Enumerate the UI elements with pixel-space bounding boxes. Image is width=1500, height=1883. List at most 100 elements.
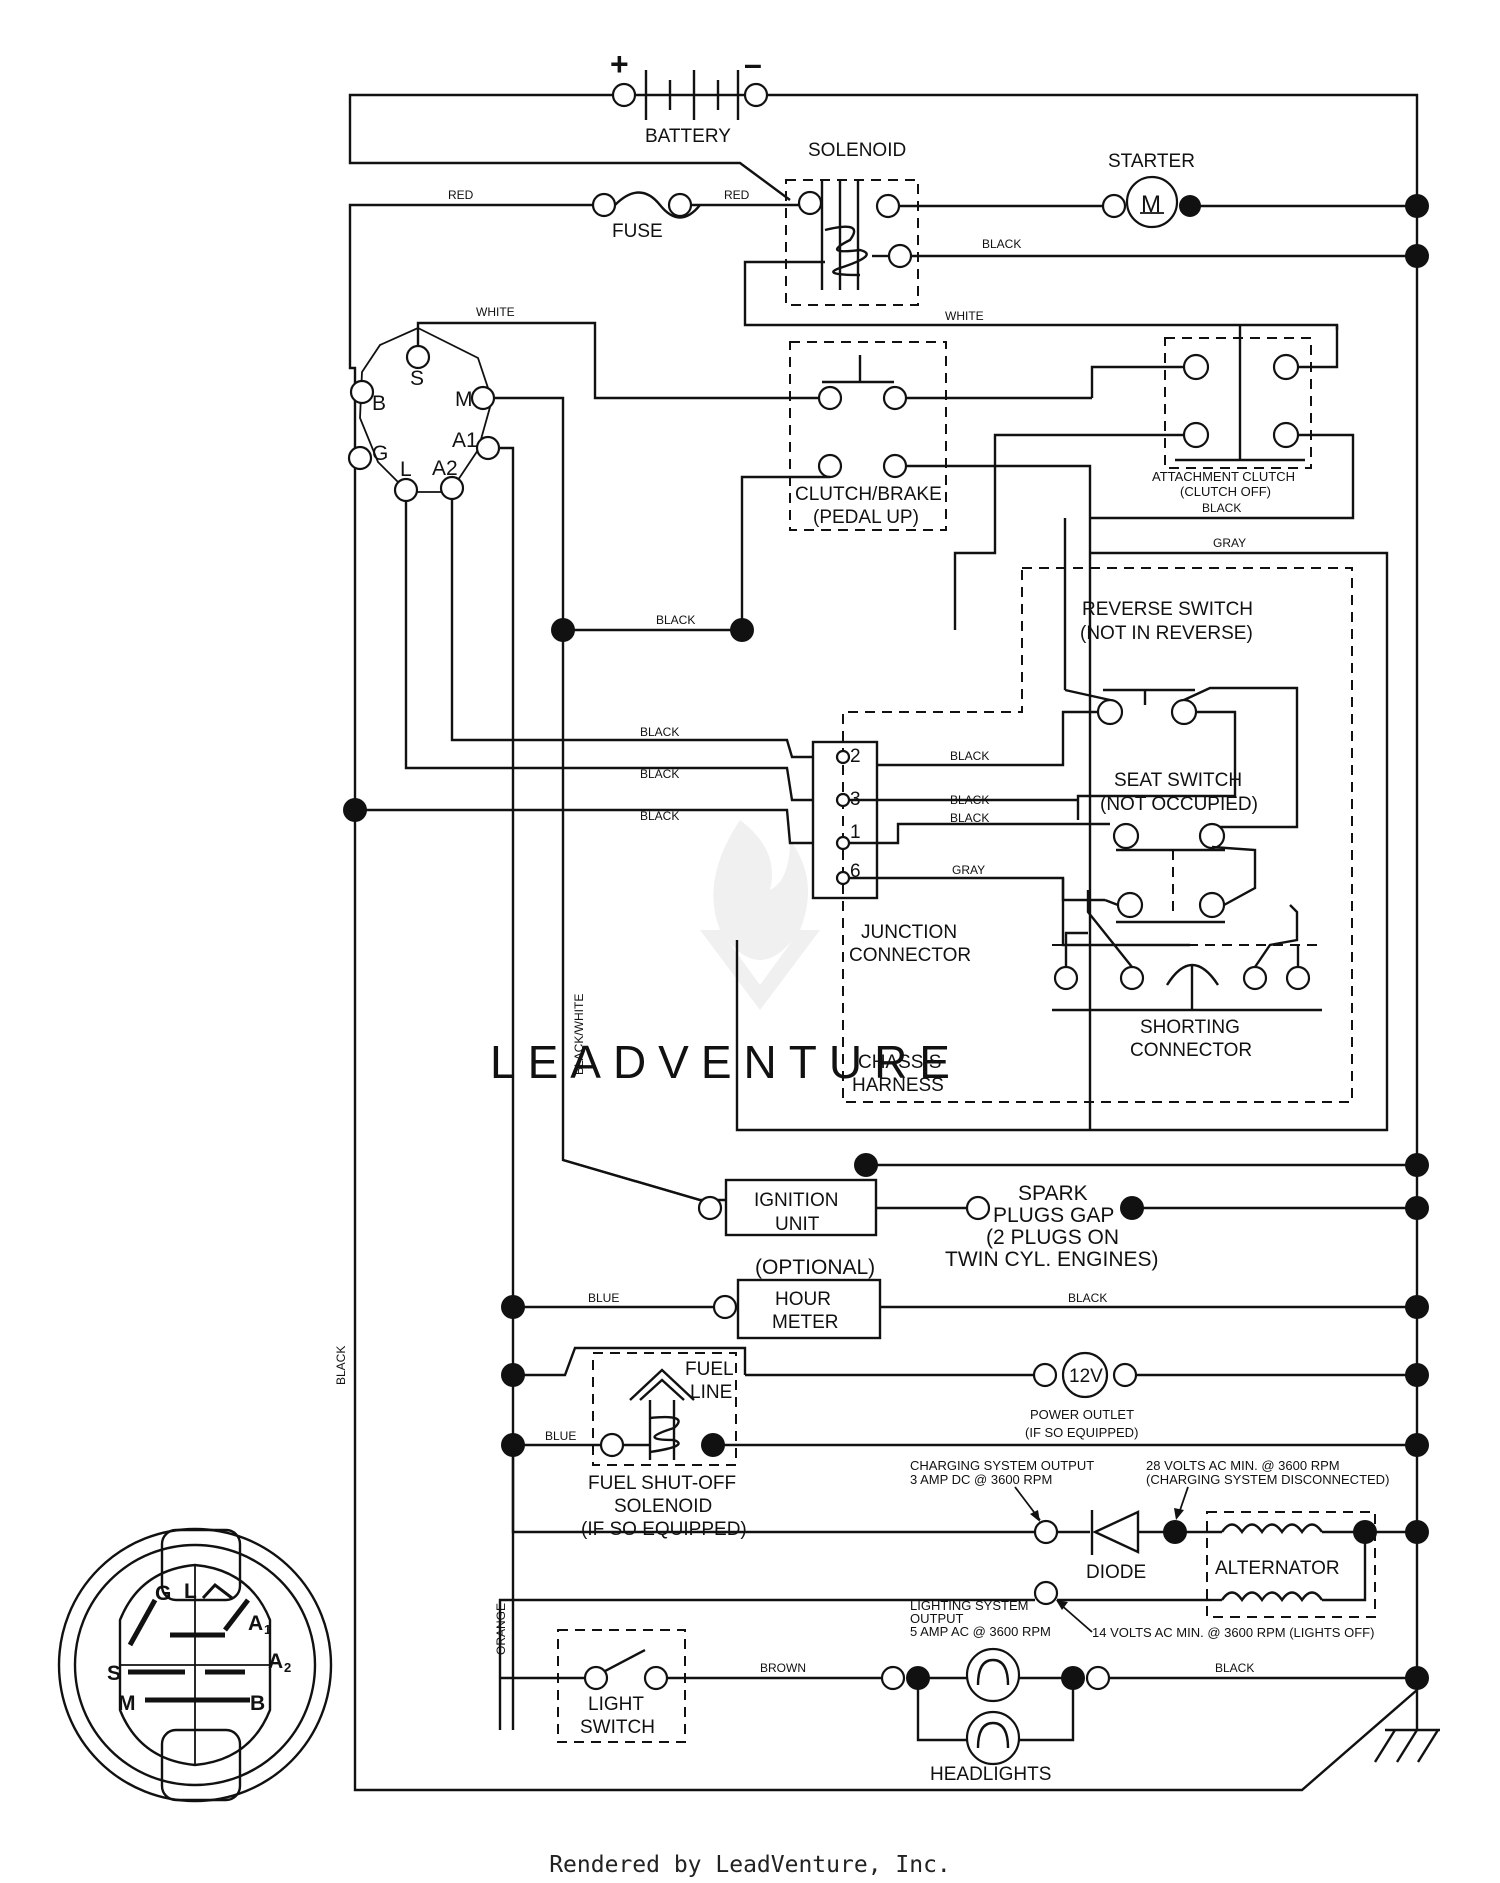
wire-label-black-j1: BLACK [640,725,679,739]
charging-label-1: CHARGING SYSTEM OUTPUT [910,1458,1094,1473]
chassis-label-2: HARNESS [852,1075,944,1096]
junction-label-2: CONNECTOR [849,945,971,966]
alternator: ALTERNATOR [1175,1511,1429,1618]
spark-label-3: (2 PLUGS ON [986,1226,1119,1249]
watermark-logo-icon [713,820,808,960]
charging-label-2: 3 AMP DC @ 3600 RPM [910,1472,1052,1487]
battery-minus-label: – [744,46,762,82]
light-switch: LIGHT SWITCH BROWN [500,1629,883,1743]
hour-label-1: HOUR [775,1289,831,1310]
lighting-label-3: 5 AMP AC @ 3600 RPM [910,1624,1051,1639]
ign-terminal-a1: A1 [452,429,478,452]
ground-node-solenoid [1405,244,1429,268]
ignition-switch: B S M A1 G L A2 [347,327,501,503]
wire-label-black-hour: BLACK [1068,1291,1107,1305]
fuel-sol-label-2: SOLENOID [614,1496,712,1517]
fuel-line-label-1: FUEL [685,1359,734,1380]
wire-label-black-j2: BLACK [640,767,679,781]
frame-wires [348,93,1419,1792]
clutch-brake-label-2: (PEDAL UP) [813,507,919,528]
outlet-label-2: (IF SO EQUIPPED) [1025,1425,1138,1440]
inset-terminal-a1-sub: 1 [264,1622,271,1637]
ground-symbol [1373,1690,1440,1763]
ignition-unit: IGNITION UNIT SPARK PLUGS GAP (2 PLUGS O… [562,1153,1429,1271]
watermark-v-icon [700,930,820,1010]
ignition-wires: WHITE BLACK BLACK BLACK BLACK/WHITE BLAC… [343,305,822,1730]
inset-terminal-g: G [155,1582,171,1605]
battery: BATTERY + – [610,46,769,147]
ignition-label-2: UNIT [775,1214,820,1235]
volts14-label: 14 VOLTS AC MIN. @ 3600 RPM (LIGHTS OFF) [1092,1625,1374,1640]
wire-label-black-solenoid: BLACK [982,237,1021,251]
clutch-brake-label-1: CLUTCH/BRAKE [795,484,942,505]
wire-label-brown: BROWN [760,1661,806,1675]
fuse: FUSE RED RED [348,188,805,472]
spark-label-4: TWIN CYL. ENGINES) [945,1248,1159,1271]
wire-label-gray-p6: GRAY [952,863,985,877]
watermark: LEADVENTURE [490,820,962,1088]
inset-terminal-l: L [184,1580,197,1603]
hour-meter: (OPTIONAL) HOUR METER BLUE BLACK [501,1256,1429,1340]
battery-plus-label: + [610,46,629,82]
fuel-shutoff-solenoid: BLUE FUEL LINE FUEL SHUT-OFF SOLENOID (I… [501,1346,1429,1540]
diode-label: DIODE [1086,1562,1146,1583]
reverse-switch-label-2: (NOT IN REVERSE) [1080,623,1253,644]
wire-label-white-1: WHITE [476,305,515,319]
light-switch-label-2: SWITCH [580,1717,655,1738]
watermark-text: LEADVENTURE [490,1036,962,1088]
inset-terminal-a2: A [268,1650,283,1673]
headlights: HEADLIGHTS BLACK [880,1647,1429,1785]
light-switch-label-1: LIGHT [588,1694,644,1715]
wire-label-blue-2: BLUE [545,1429,576,1443]
wire-label-black-left: BLACK [334,1346,348,1385]
junction-label-1: JUNCTION [861,922,957,943]
wire-label-black-p1: BLACK [950,811,989,825]
volts28-label-1: 28 VOLTS AC MIN. @ 3600 RPM [1146,1458,1340,1473]
starter: M STARTER [899,151,1417,229]
wire-label-black-mid: BLACK [656,613,695,627]
seat-switch-label-1: SEAT SWITCH [1114,770,1242,791]
chassis-harness: CHASSIS HARNESS [842,567,1353,1103]
spark-label-2: PLUGS GAP [993,1204,1114,1227]
lighting-label-2: OUTPUT [910,1611,964,1626]
battery-label: BATTERY [645,126,731,147]
outlet-label-1: POWER OUTLET [1030,1407,1134,1422]
junction-pin-6: 6 [850,861,861,882]
footer-credit: Rendered by LeadVenture, Inc. [549,1852,951,1878]
lighting-label-1: LIGHTING SYSTEM [910,1598,1028,1613]
wire-label-black-white: BLACK/WHITE [572,994,586,1075]
ignition-label-1: IGNITION [754,1190,838,1211]
seat-switch-label-2: (NOT OCCUPIED) [1100,794,1258,815]
volts28-label-2: (CHARGING SYSTEM DISCONNECTED) [1146,1472,1389,1487]
inset-terminal-m: M [118,1692,136,1715]
alternator-label: ALTERNATOR [1215,1558,1340,1579]
outlet-symbol: 12V [1069,1366,1103,1387]
wire-label-black-p3: BLACK [950,793,989,807]
inset-terminal-a2-sub: 2 [284,1660,291,1675]
wire-label-blue-1: BLUE [588,1291,619,1305]
fuel-line-label-2: LINE [690,1382,732,1403]
ground-node-starter [1405,194,1429,218]
inset-terminal-b: B [250,1692,265,1715]
attachment-clutch-switch: ATTACHMENT CLUTCH (CLUTCH OFF) BLACK GRA… [735,325,1389,1132]
starter-label: STARTER [1108,151,1195,172]
hour-label-2: METER [772,1312,839,1333]
fuse-label: FUSE [612,221,663,242]
solenoid-label: SOLENOID [808,140,906,161]
headlights-label: HEADLIGHTS [930,1764,1051,1785]
junction-pin-2: 2 [850,746,861,767]
junction-pin-1: 1 [850,822,861,843]
ign-terminal-b: B [372,392,386,415]
shorting-label-2: CONNECTOR [1130,1040,1252,1061]
ign-terminal-a2: A2 [432,457,458,480]
junction-connector: 2 3 1 6 JUNCTION CONNECTOR BLACK BLACK B… [773,738,1110,966]
wire-label-black-head: BLACK [1215,1661,1254,1675]
wire-label-gray-1: GRAY [1213,536,1246,550]
attachment-clutch-label-2: (CLUTCH OFF) [1180,484,1271,499]
shorting-connector: SHORTING CONNECTOR [1052,890,1322,1061]
ign-terminal-g: G [372,442,388,465]
ign-terminal-m: M [455,388,473,411]
inset-key-switch: G L A 1 S A 2 M B [57,1527,333,1803]
charging-system: DIODE CHARGING SYSTEM OUTPUT 3 AMP DC @ … [511,1445,1389,1583]
